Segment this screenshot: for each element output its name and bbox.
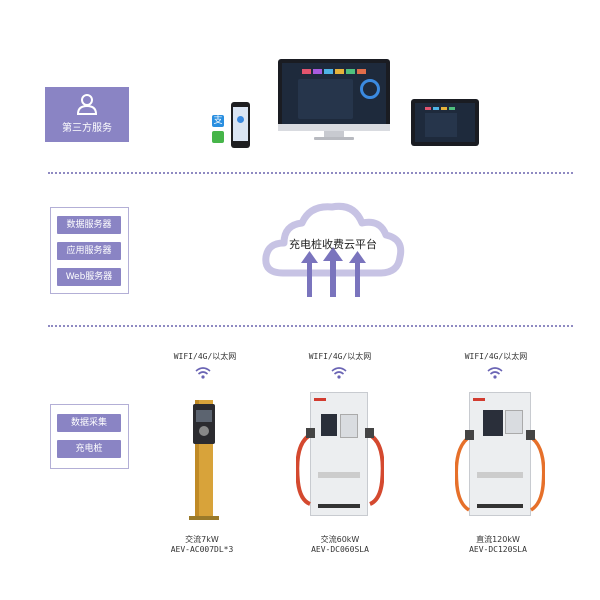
field-label-charger: 充电桩	[57, 440, 121, 458]
charger-3-model: AEV-DC120SLA	[469, 545, 527, 554]
charger-2-network: WIFI/4G/以太网	[308, 352, 372, 361]
divider-top	[48, 172, 573, 174]
field-label-collect: 数据采集	[57, 414, 121, 432]
divider-bottom	[48, 325, 573, 327]
cloud-label: 充电桩收费云平台	[289, 238, 377, 251]
desktop-monitor-device	[278, 59, 390, 141]
cloud-icon	[262, 202, 405, 297]
charger-3-network: WIFI/4G/以太网	[464, 352, 528, 361]
field-box: 数据采集 充电桩	[50, 404, 129, 469]
servers-box: 数据服务器 应用服务器 Web服务器	[50, 207, 129, 294]
smartphone-device	[231, 102, 250, 148]
third-party-box: 第三方服务	[45, 87, 129, 142]
charger-2-model: AEV-DC060SLA	[311, 545, 369, 554]
server-label-app: 应用服务器	[57, 242, 121, 260]
charger-1-network: WIFI/4G/以太网	[173, 352, 237, 361]
wechat-icon	[212, 131, 224, 143]
third-party-label: 第三方服务	[62, 123, 112, 134]
charger-1-device	[183, 400, 223, 520]
charger-1-model: AEV-AC007DL*3	[170, 545, 234, 554]
charger-1-type: 交流7kW	[185, 535, 219, 544]
charger-2-device	[296, 392, 384, 520]
charger-2-type: 交流60kW	[320, 535, 360, 544]
tablet-device	[411, 99, 479, 146]
charger-2-wifi-icon	[331, 367, 347, 379]
charger-3-wifi-icon	[487, 367, 503, 379]
alipay-icon: 支	[212, 115, 224, 127]
charger-3-device	[455, 392, 545, 520]
server-label-web: Web服务器	[57, 268, 121, 286]
charger-3-type: 直流120kW	[476, 535, 520, 544]
server-label-data: 数据服务器	[57, 216, 121, 234]
user-icon	[76, 94, 98, 115]
charger-1-wifi-icon	[195, 367, 211, 379]
